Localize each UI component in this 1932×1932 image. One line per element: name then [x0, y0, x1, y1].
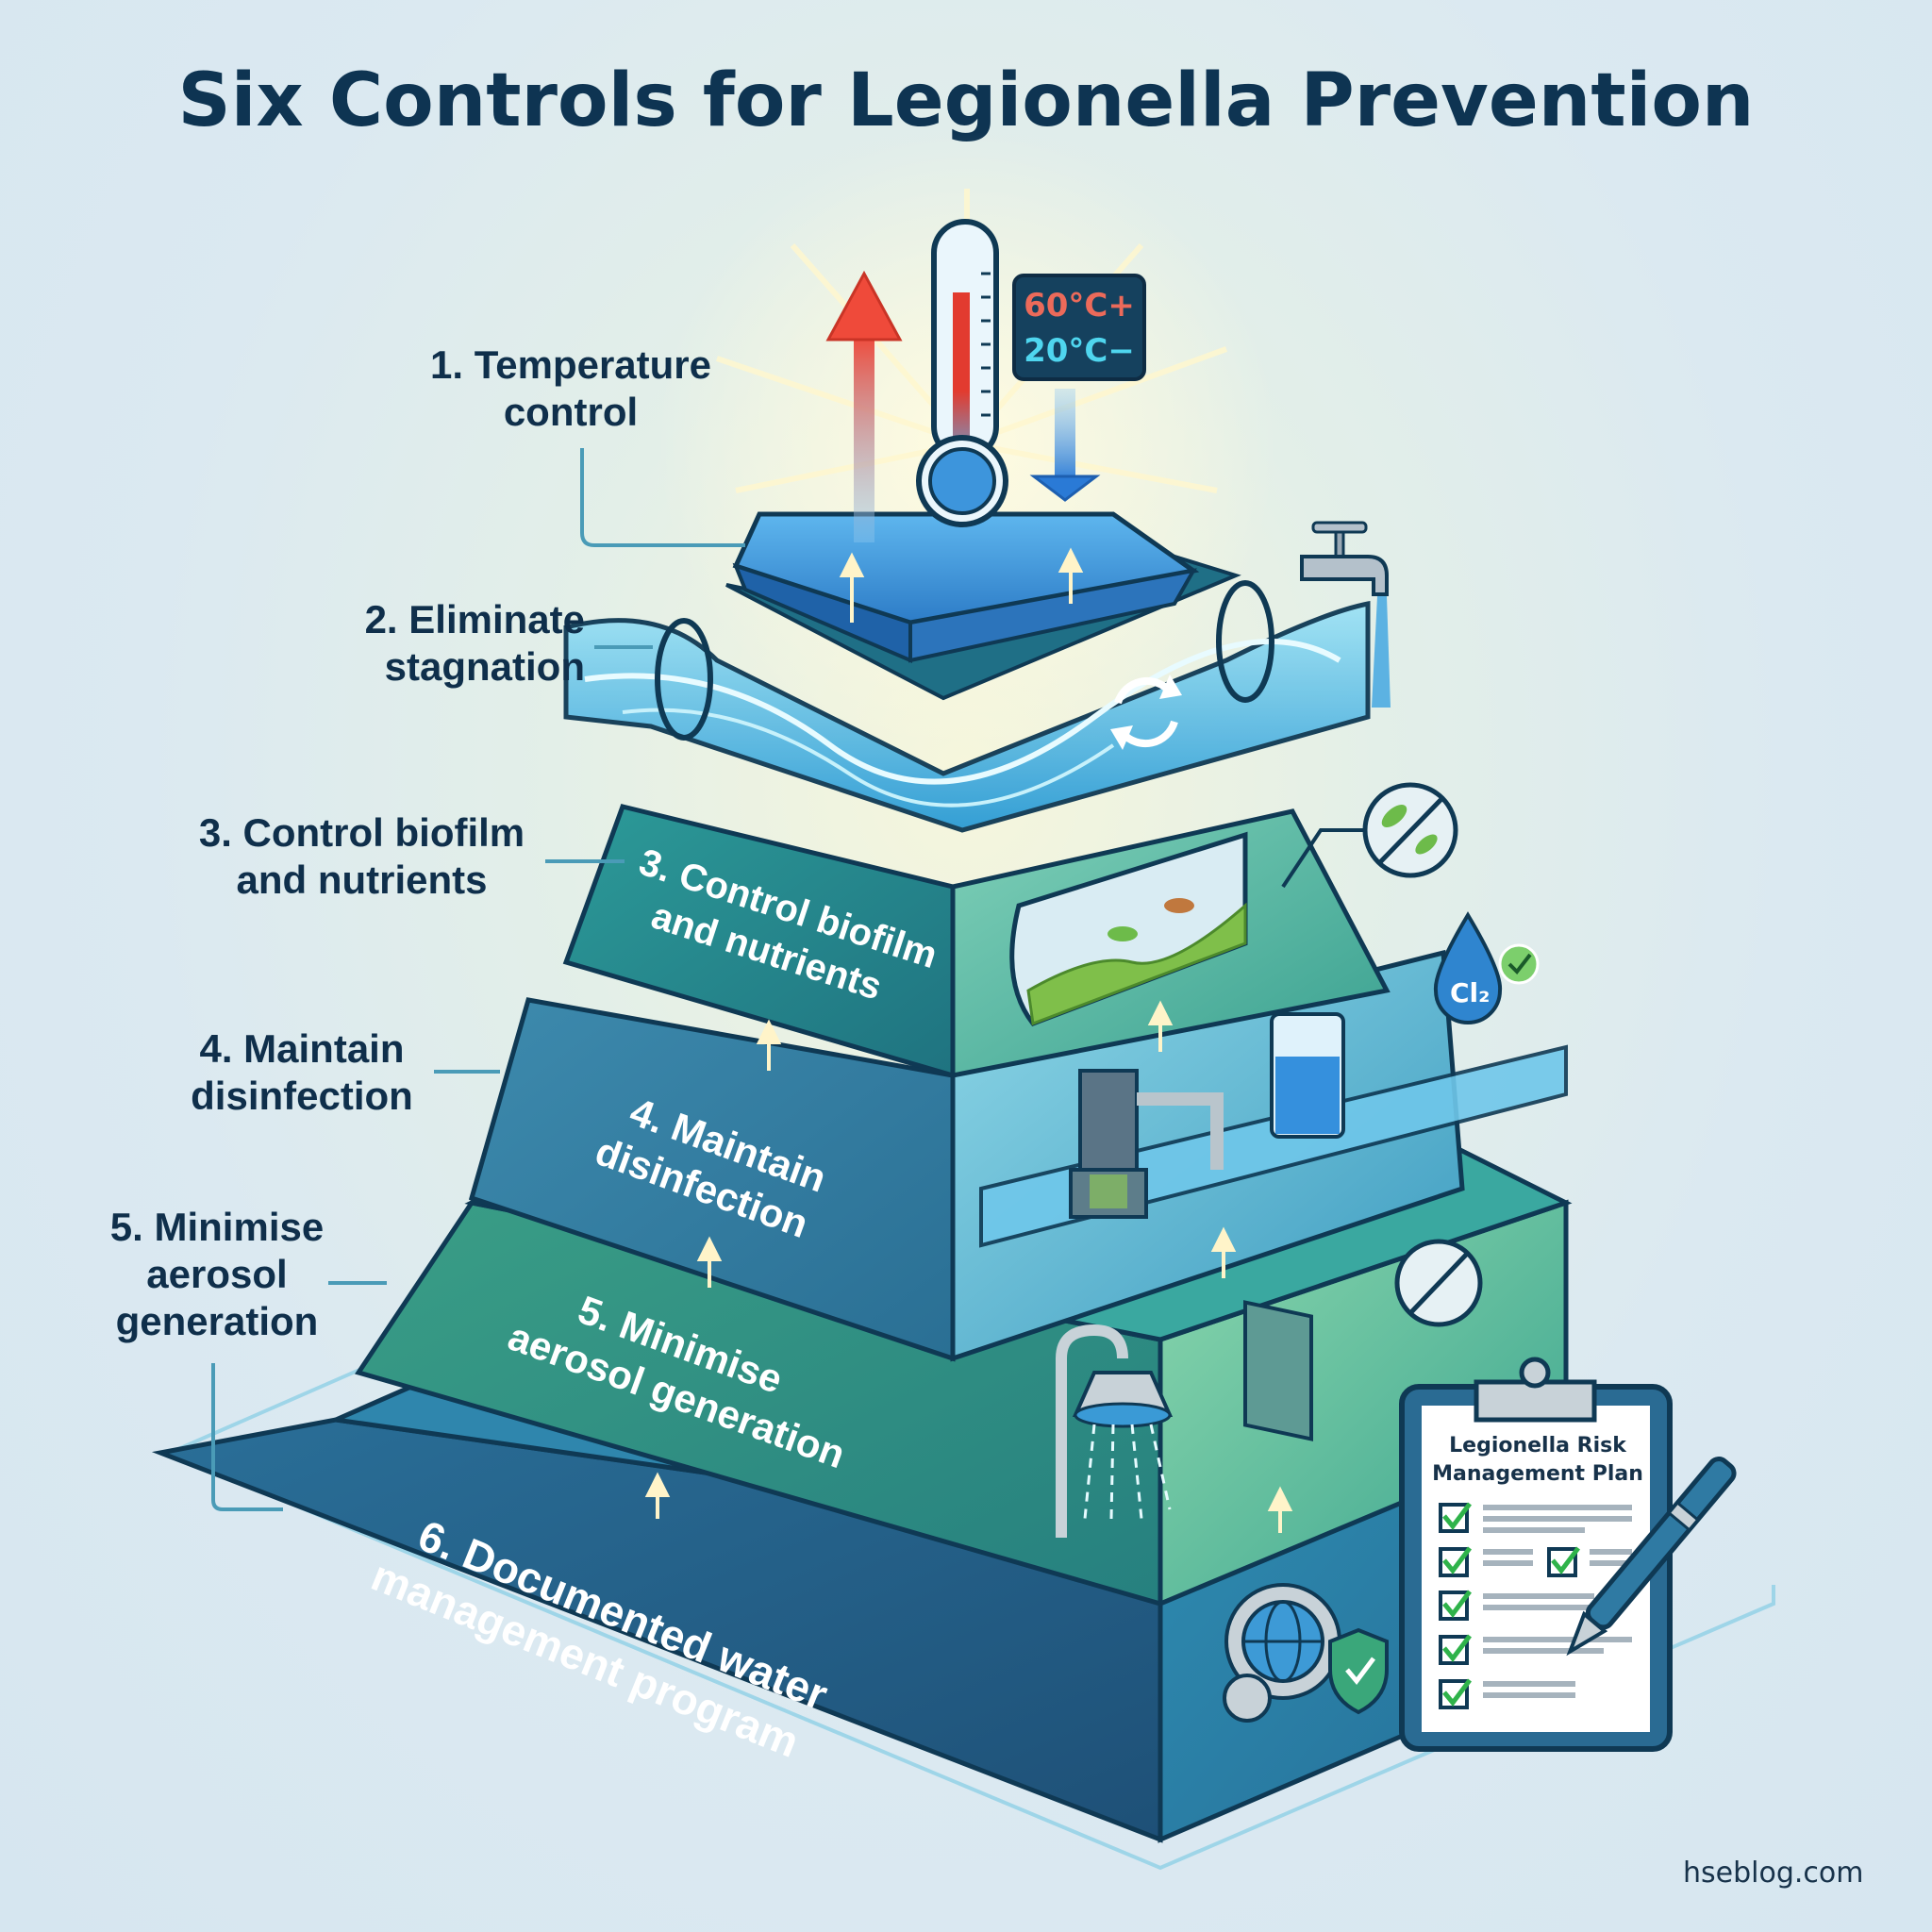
cold-temperature: 20°C−: [1024, 332, 1135, 370]
pen-icon: [1566, 1457, 1737, 1657]
gear-globe-shield-icon: [1223, 1583, 1389, 1723]
check-icon: [1442, 1502, 1580, 1707]
watermark: hseblog.com: [1683, 1857, 1864, 1890]
shower-filter-icon: [1056, 1239, 1483, 1538]
svg-text:Cl₂: Cl₂: [1450, 977, 1490, 1008]
upward-flow-arrows: [644, 547, 1293, 1533]
heat-up-arrow-icon: [825, 270, 903, 542]
tap-icon: [1300, 521, 1391, 708]
callout-connectors: [211, 448, 745, 1511]
recirculate-icon: [1110, 675, 1182, 750]
dosing-pump-icon: [979, 1012, 1568, 1248]
cool-down-arrow-icon: [1029, 389, 1101, 502]
biofilm-pipe-icon: [1009, 831, 1248, 1026]
temperature-callout: 60°C+ 20°C−: [1012, 274, 1146, 381]
thermometer-icon: [916, 219, 1008, 527]
bacteria-prohibited-icon: [1281, 782, 1458, 889]
hot-temperature: 60°C+: [1024, 287, 1135, 325]
page-title: Six Controls for Legionella Prevention: [177, 58, 1755, 143]
chlorine-drop-icon: Cl₂: [1433, 911, 1540, 1024]
checklist: [1439, 1502, 1632, 1709]
